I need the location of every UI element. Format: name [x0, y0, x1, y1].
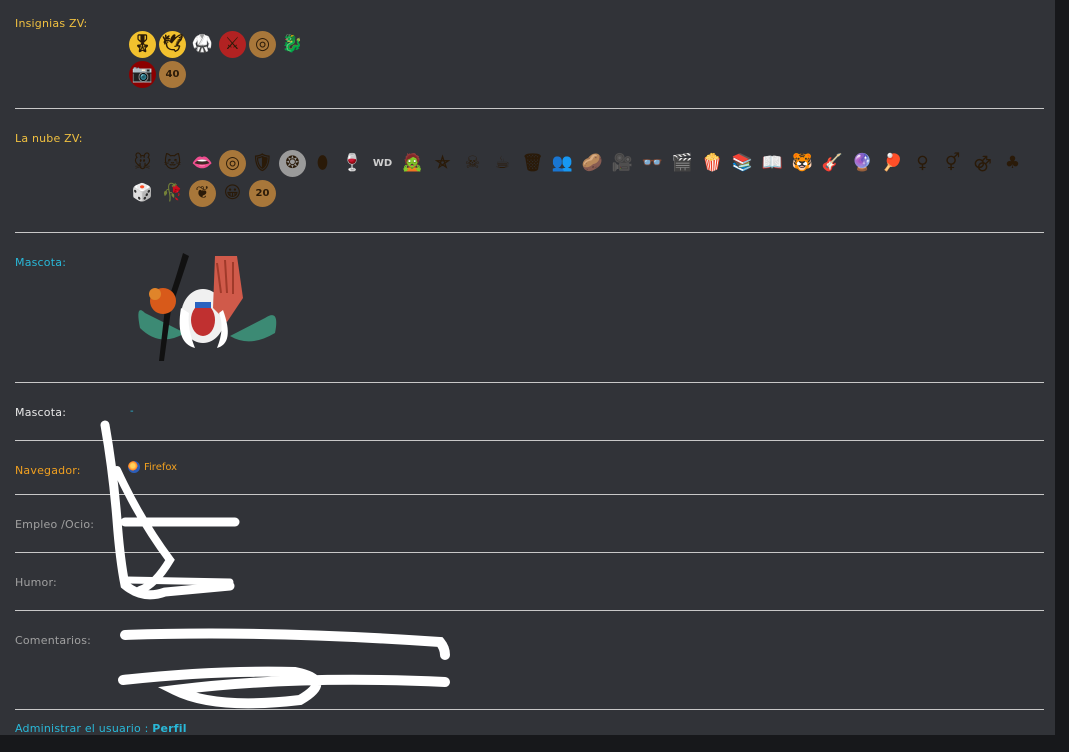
comentarios-row: Comentarios:	[0, 611, 1055, 709]
dice-icon[interactable]: 🎲	[131, 183, 154, 203]
profile-link[interactable]: Perfil	[152, 722, 187, 735]
couple-medal-icon[interactable]: ❦	[188, 179, 217, 208]
crystal-ball-icon[interactable]: 🔮	[851, 153, 874, 173]
open-book-icon[interactable]: 📖	[761, 153, 784, 173]
people-icon[interactable]: 👥	[551, 153, 574, 173]
insignias-badges: 🎖🕊🥋⚔◎🐉 📷40	[128, 30, 328, 90]
wd-logo-icon[interactable]: WD	[372, 157, 393, 169]
separator	[15, 108, 1044, 109]
tiger-icon[interactable]: 🐯	[791, 153, 814, 173]
redaction-scribble	[100, 420, 450, 709]
empleo-row: Empleo /Ocio:	[0, 495, 1055, 552]
skull-icon[interactable]: ☠	[464, 153, 481, 173]
nube-badges: 🐭 🐱 👄◎🛡❂ ⬮ 🍷 WD 🧟 ⛤ ☠ ☕ 🗑 👥 🥔 🎥 👓 🎬 🍿 📚 📖 🐯 🎸 🔮 🏓 ♀ ⚥ ⚣ ♣ 🎲 🥀❦ 😀 20	[128, 149, 1028, 209]
popcorn-icon[interactable]: 🍿	[701, 153, 724, 173]
mascota-image-row: Mascota:	[0, 233, 1055, 382]
silver-medal-icon[interactable]: ❂	[278, 149, 307, 178]
empleo-label: Empleo /Ocio:	[15, 518, 95, 531]
books-icon[interactable]: 📚	[731, 153, 754, 173]
movie-camera-icon[interactable]: 🎥	[611, 153, 634, 173]
mascota-value: -	[130, 406, 134, 417]
separator	[15, 709, 1044, 710]
coffee-cup-icon[interactable]: ☕	[494, 153, 511, 173]
navegador-row: Navegador: Firefox	[0, 441, 1055, 494]
director-chair-icon[interactable]: 🎬	[671, 153, 694, 173]
trash-can-icon[interactable]: 🗑	[521, 153, 544, 173]
guitar-icon[interactable]: 🎸	[821, 153, 844, 173]
mascota-label: Mascota:	[15, 406, 67, 419]
potato-icon[interactable]: 🥔	[581, 153, 604, 173]
3d-glasses-icon[interactable]: 👓	[641, 153, 664, 173]
red-tile-icon[interactable]: 🥀	[161, 183, 184, 203]
camera-icon[interactable]: 📷	[128, 60, 157, 89]
nube-row: La nube ZV: 🐭 🐱 👄◎🛡❂ ⬮ 🍷 WD 🧟 ⛤ ☠ ☕ 🗑 👥 🥔 🎥 👓 🎬 🍿 📚 📖 🐯 🎸 🔮 🏓 ♀…	[0, 109, 1055, 232]
anime-fighter-icon[interactable]: 🥋	[191, 34, 214, 54]
oval-crest-icon[interactable]: ⬮	[317, 153, 328, 173]
navegador-label: Navegador:	[15, 464, 81, 477]
page-scroll-gutter	[1055, 0, 1069, 752]
insignias-row: Insignias ZV: 🎖🕊🥋⚔◎🐉 📷40	[0, 0, 1055, 108]
mascota-row: Mascota: -	[0, 383, 1055, 440]
lips-icon[interactable]: 👄	[191, 153, 214, 173]
humor-label: Humor:	[15, 576, 57, 589]
twenty-medal-icon[interactable]: 20	[248, 179, 277, 208]
wine-bottles-icon[interactable]: 🍷	[341, 153, 364, 173]
profile-panel: Insignias ZV: 🎖🕊🥋⚔◎🐉📷40 La nube ZV: 🐭🐱👄◎…	[0, 0, 1055, 735]
dragon-icon[interactable]: 🐉	[281, 34, 304, 54]
admin-line: Administrar el usuario : Perfil	[15, 722, 187, 735]
separator	[15, 610, 1044, 611]
smiley-icon[interactable]: 😀	[223, 183, 242, 203]
admin-label: Administrar el usuario :	[15, 722, 149, 735]
browser-name: Firefox	[144, 462, 178, 473]
double-male-icon[interactable]: ⚣	[973, 153, 992, 173]
gender-symbol-icon[interactable]: ⚥	[944, 153, 961, 173]
forty-medal-icon[interactable]: 40	[158, 60, 187, 89]
female-symbol-icon[interactable]: ♀	[916, 153, 929, 173]
separator	[15, 232, 1044, 233]
card-suits-icon[interactable]: ♣	[1004, 153, 1021, 173]
insignias-label: Insignias ZV:	[15, 17, 88, 30]
page-bottom-bar	[0, 735, 1069, 752]
browser-value: Firefox	[128, 461, 177, 473]
mickey-icon[interactable]: 🐭	[133, 153, 152, 173]
pentagram-icon[interactable]: ⛤	[435, 153, 450, 173]
zombie-face-icon[interactable]: 🧟	[401, 153, 424, 173]
cartoon-cat-icon[interactable]: 🐱	[163, 153, 182, 173]
mascot-baboon-image	[138, 253, 277, 361]
mascota-image-label: Mascota:	[15, 256, 67, 269]
bird-medal-icon[interactable]: 🕊	[158, 30, 187, 59]
target-medal-icon[interactable]: ◎	[248, 30, 277, 59]
separator	[15, 494, 1044, 495]
separator	[15, 440, 1044, 441]
winged-medal-icon[interactable]: 🎖	[128, 30, 157, 59]
comentarios-label: Comentarios:	[15, 634, 92, 647]
humor-row: Humor:	[0, 553, 1055, 610]
firefox-icon	[128, 461, 140, 473]
bronze-medal-icon[interactable]: ◎	[218, 149, 247, 178]
admin-row: Administrar el usuario : Perfil	[0, 710, 1055, 735]
shield-crest-icon[interactable]: 🛡	[251, 153, 274, 173]
separator	[15, 382, 1044, 383]
crossed-swords-icon[interactable]: ⚔	[218, 30, 247, 59]
ping-pong-icon[interactable]: 🏓	[881, 153, 904, 173]
nube-label: La nube ZV:	[15, 132, 83, 145]
separator	[15, 552, 1044, 553]
